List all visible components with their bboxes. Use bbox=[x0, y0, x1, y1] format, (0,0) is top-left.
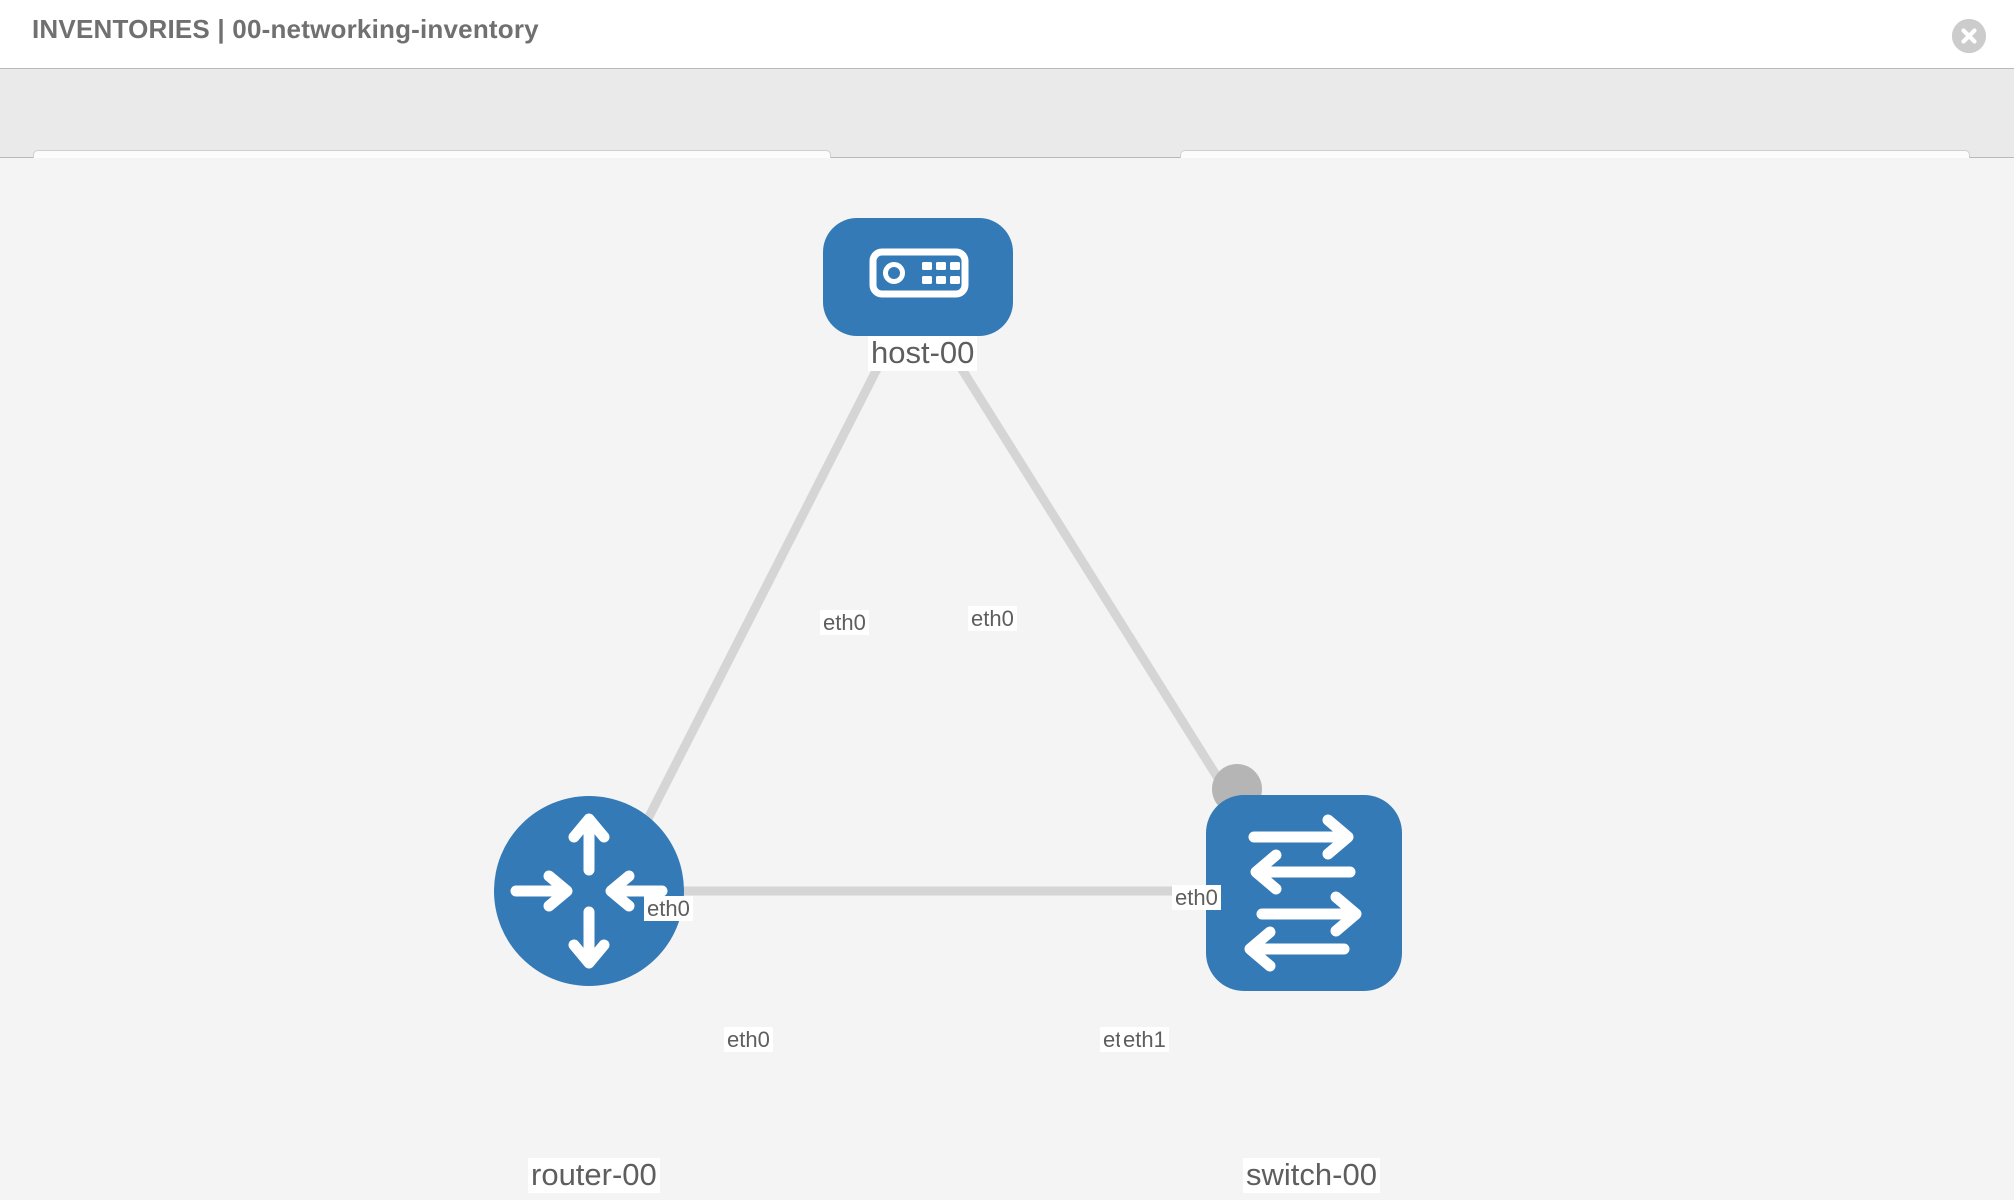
edge-label-eth0: eth0 bbox=[644, 896, 693, 922]
topology-ports bbox=[600, 320, 1262, 914]
edge-label-eth0: eth0 bbox=[1172, 885, 1221, 911]
node-label-host-00: host-00 bbox=[868, 336, 978, 371]
edge-label-eth0: eth0 bbox=[820, 610, 869, 636]
toolbar: ACTIONS SEARCH bbox=[0, 68, 2014, 202]
node-label-router-00: router-00 bbox=[528, 1158, 660, 1193]
topology-links bbox=[623, 360, 1272, 896]
edge-label-eth0: eth0 bbox=[724, 1027, 773, 1053]
edge-label-eth1: eth1 bbox=[1120, 1027, 1169, 1053]
node-router-00 bbox=[494, 796, 684, 986]
topology-graph bbox=[494, 218, 1402, 991]
node-label-switch-00: switch-00 bbox=[1243, 1158, 1380, 1193]
close-icon[interactable] bbox=[1952, 19, 1986, 53]
link-host-router bbox=[623, 360, 885, 861]
topology-canvas[interactable]: host-00 router-00 switch-00 eth0 eth0 et… bbox=[0, 158, 2014, 1200]
title-bar: INVENTORIES | 00-networking-inventory bbox=[0, 0, 2014, 68]
edge-label-eth0: eth0 bbox=[968, 606, 1017, 632]
node-host-00 bbox=[823, 218, 1013, 336]
page-title: INVENTORIES | 00-networking-inventory bbox=[32, 14, 539, 44]
node-switch-00 bbox=[1206, 795, 1402, 991]
